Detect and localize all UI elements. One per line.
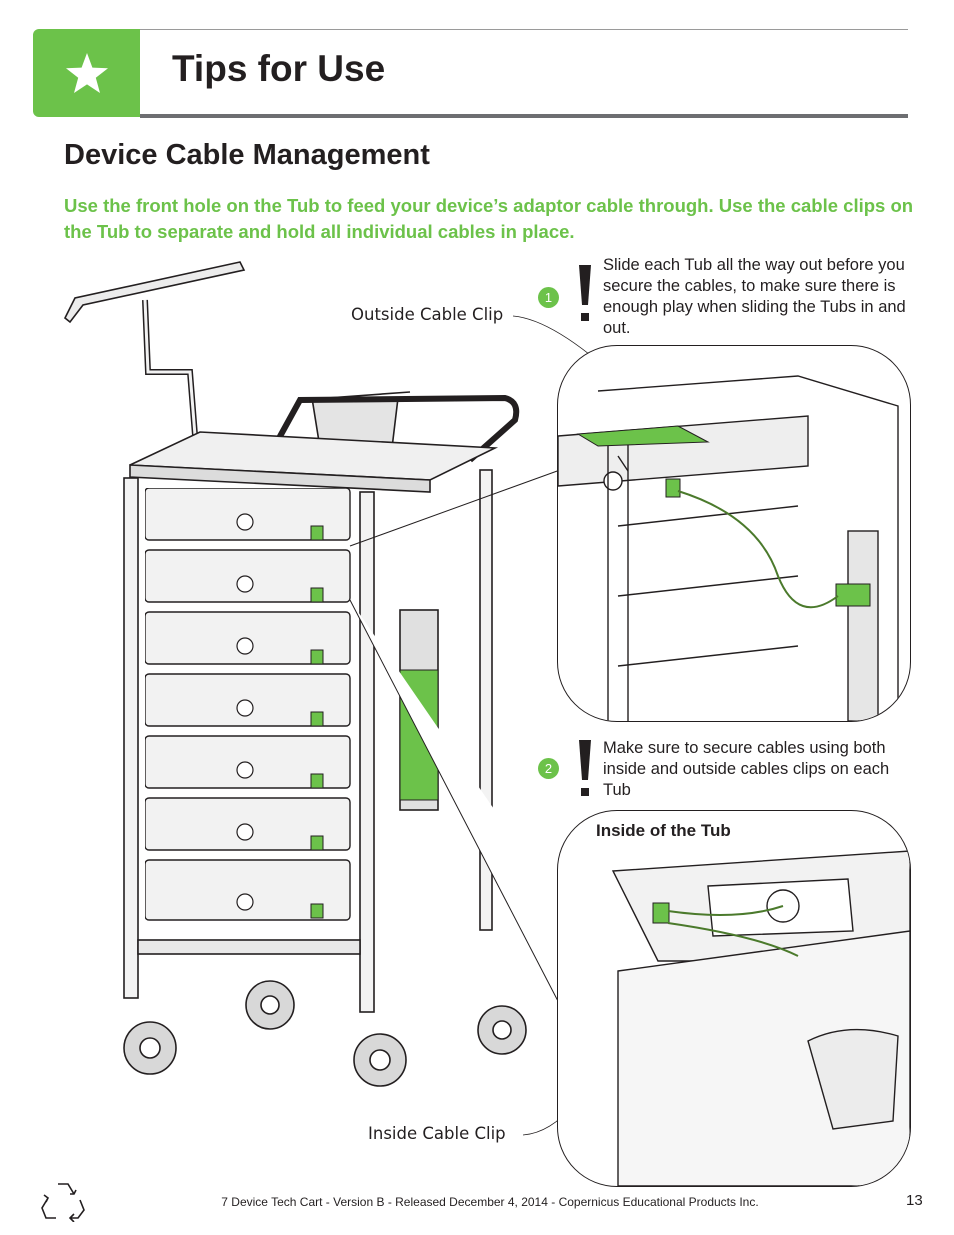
tip-2-text: Make sure to secure cables using both in… (603, 739, 890, 799)
header-icon-box (33, 29, 140, 117)
header-rule-bottom (140, 114, 908, 118)
tubs-drawing (144, 487, 351, 921)
tip-1-text: Slide each Tub all the way out before yo… (603, 256, 906, 337)
outside-cable-clip-label: Outside Cable Clip (351, 305, 504, 324)
section-title: Device Cable Management (64, 139, 430, 171)
page-number: 13 (906, 1192, 923, 1209)
warning-icon (578, 740, 592, 803)
detail-panel-outside (557, 345, 911, 722)
inside-detail-drawing (611, 850, 910, 1186)
inside-of-tub-label: Inside of the Tub (596, 821, 731, 840)
recycle-icon (40, 1178, 86, 1227)
star-icon (65, 53, 108, 93)
tub-stack (144, 487, 355, 928)
footer-text: 7 Device Tech Cart - Version B - Release… (221, 1195, 759, 1209)
inside-cable-clip-label: Inside Cable Clip (368, 1124, 506, 1143)
warning-icon (578, 265, 592, 328)
intro-text: Use the front hole on the Tub to feed yo… (64, 195, 914, 242)
detail-panel-inside: Inside of the Tub (557, 810, 911, 1187)
header-rule-top (140, 29, 908, 30)
outside-detail-drawing (558, 375, 899, 721)
page-title: Tips for Use (172, 48, 386, 89)
tip-2-number: 2 (538, 758, 559, 779)
tip-1-number: 1 (538, 287, 559, 308)
